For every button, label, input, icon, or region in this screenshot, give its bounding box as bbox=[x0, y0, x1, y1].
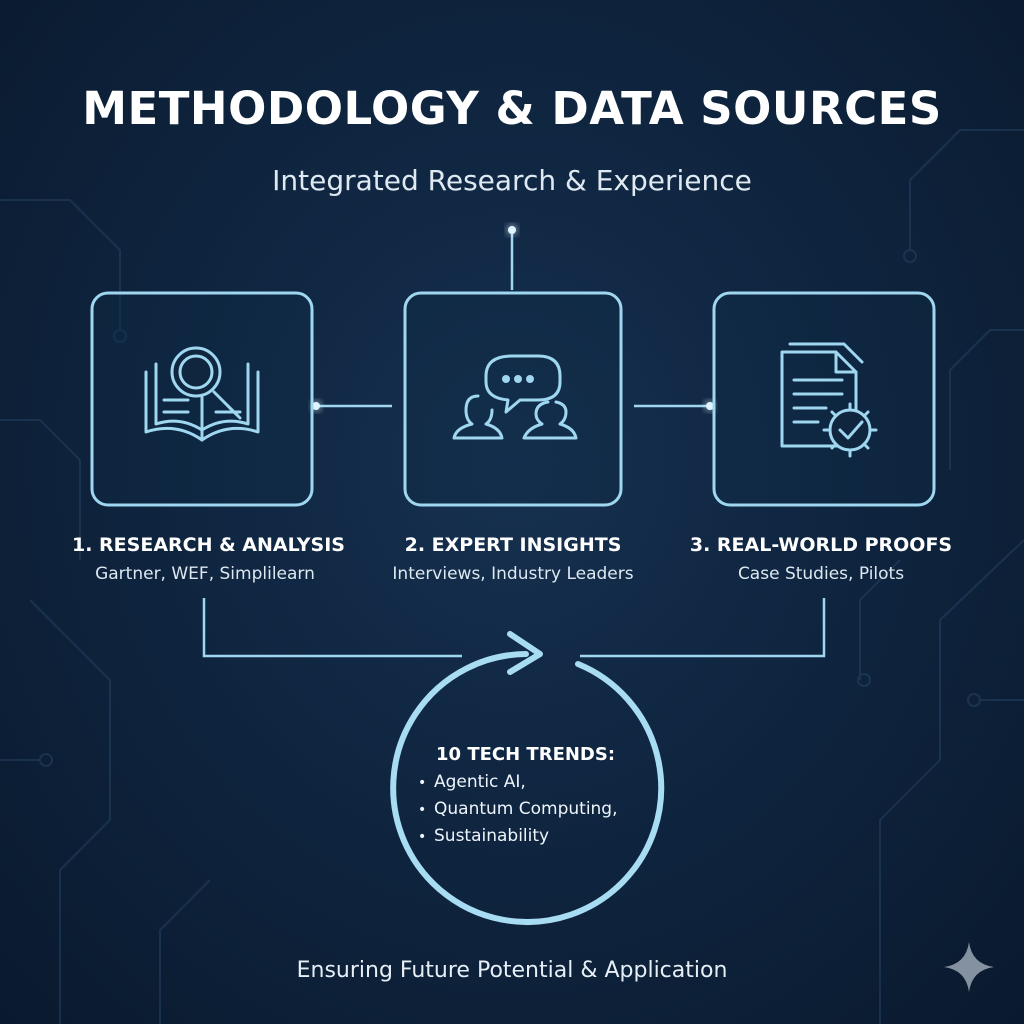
trend-label: Sustainability bbox=[434, 826, 550, 846]
book-magnifier-icon bbox=[144, 346, 260, 442]
box-connectors bbox=[312, 402, 714, 410]
step-title-proofs: 3. REAL-WORLD PROOFS bbox=[689, 534, 953, 556]
trend-label: Agentic AI, bbox=[434, 772, 526, 792]
cycle-arrow-icon bbox=[390, 631, 665, 925]
sparkle-icon bbox=[944, 942, 994, 992]
step-subtitle-expert: Interviews, Industry Leaders bbox=[392, 564, 634, 584]
step-subtitle-research: Gartner, WEF, Simplilearn bbox=[95, 564, 315, 584]
trends-title: 10 TECH TRENDS: bbox=[436, 744, 616, 765]
step-title-expert: 2. EXPERT INSIGHTS bbox=[404, 534, 622, 556]
page-title: METHODOLOGY & DATA SOURCES bbox=[82, 82, 942, 135]
list-item: •Sustainability bbox=[418, 826, 550, 846]
step-subtitle-proofs: Case Studies, Pilots bbox=[737, 564, 905, 584]
trends-list: •Agentic AI, •Quantum Computing, •Sustai… bbox=[408, 769, 628, 850]
top-connector bbox=[508, 226, 516, 290]
footer-text: Ensuring Future Potential & Application bbox=[296, 958, 728, 983]
document-gear-icon bbox=[780, 342, 878, 458]
cycle-connectors bbox=[202, 598, 826, 658]
people-chat-icon bbox=[452, 354, 578, 440]
list-item: •Quantum Computing, bbox=[418, 799, 618, 819]
step-box-proofs bbox=[712, 291, 936, 507]
page-subtitle: Integrated Research & Experience bbox=[272, 164, 752, 197]
step-title-research: 1. RESEARCH & ANALYSIS bbox=[72, 534, 345, 556]
trend-label: Quantum Computing, bbox=[434, 799, 618, 819]
list-item: •Agentic AI, bbox=[418, 772, 526, 792]
step-box-expert bbox=[403, 291, 623, 507]
trends-hub: 10 TECH TRENDS: •Agentic AI, •Quantum Co… bbox=[408, 744, 628, 850]
